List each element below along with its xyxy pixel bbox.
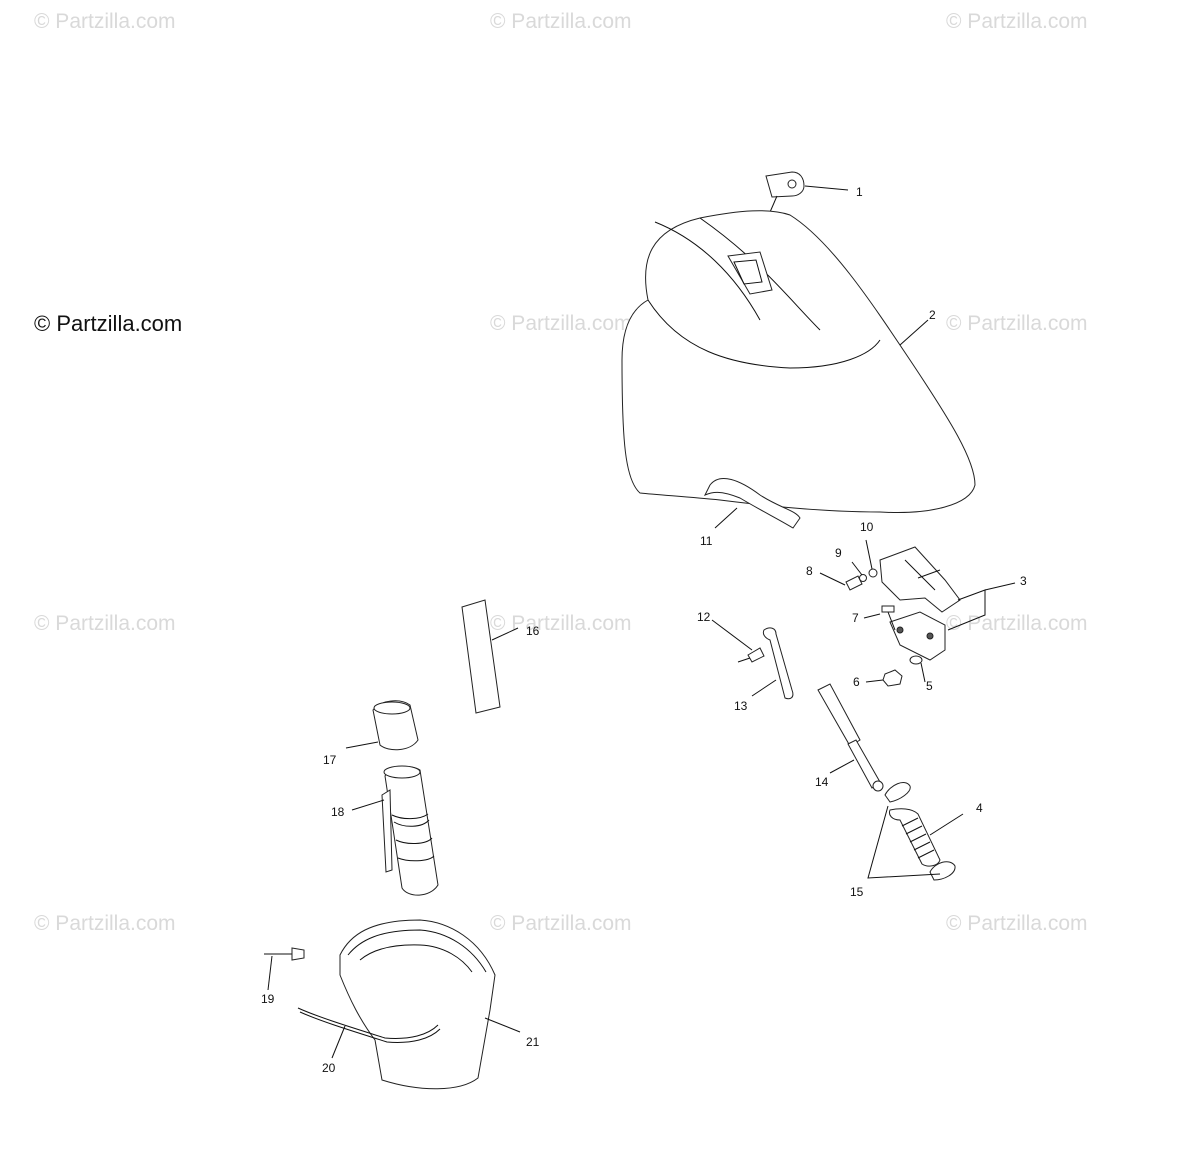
callout-13: 13 (734, 699, 748, 713)
watermark: © Partzilla.com (946, 612, 1088, 635)
callout-4: 4 (976, 801, 983, 815)
callout-3: 3 (1020, 574, 1027, 588)
watermark: © Partzilla.com (34, 912, 176, 935)
callout-19: 19 (261, 992, 275, 1006)
part-2-hood (621, 210, 976, 513)
part-21-bin (339, 919, 521, 1090)
watermark: © Partzilla.com (490, 312, 632, 335)
watermark: © Partzilla.com (490, 10, 632, 33)
watermark: © Partzilla.com (34, 612, 176, 635)
callout-2: 2 (929, 308, 936, 322)
parts-8-9-10-fasteners (819, 539, 878, 591)
callout-1: 1 (856, 185, 863, 199)
part-19-rivet (264, 947, 305, 991)
parts-5-6-washer-nut (865, 655, 926, 687)
callout-10: 10 (860, 520, 874, 534)
callout-18: 18 (331, 805, 345, 819)
part-4-spring (889, 808, 964, 867)
callout-14: 14 (815, 775, 829, 789)
watermark: © Partzilla.com (946, 312, 1088, 335)
part-14-gas-strut (817, 683, 884, 792)
callout-20: 20 (322, 1061, 336, 1075)
watermark: © Partzilla.com (946, 10, 1088, 33)
callout-9: 9 (835, 546, 842, 560)
watermark: © Partzilla.com (946, 912, 1088, 935)
part-18-boot (351, 765, 439, 896)
callout-16: 16 (526, 624, 540, 638)
watermark: © Partzilla.com (490, 612, 632, 635)
callout-7: 7 (852, 611, 859, 625)
watermark: © Partzilla.com (34, 10, 176, 33)
part-3-latch-bracket (879, 546, 1016, 661)
part-7-bolt (863, 605, 896, 631)
callout-11: 11 (700, 534, 713, 548)
part-15-clips (867, 782, 956, 881)
callout-8: 8 (806, 564, 813, 578)
part-16-gasket (461, 599, 519, 714)
callout-21: 21 (526, 1035, 540, 1049)
parts-12-13-link-rod (711, 619, 794, 700)
watermark: © Partzilla.com (490, 912, 632, 935)
watermark-main: © Partzilla.com (34, 311, 183, 336)
part-11-handle (703, 477, 801, 529)
callout-12: 12 (697, 610, 711, 624)
part-20-seal (297, 1007, 441, 1059)
part-17-cap (345, 700, 419, 751)
callout-5: 5 (926, 679, 933, 693)
callout-15: 15 (850, 885, 864, 899)
callout-17: 17 (323, 753, 337, 767)
callout-6: 6 (853, 675, 860, 689)
